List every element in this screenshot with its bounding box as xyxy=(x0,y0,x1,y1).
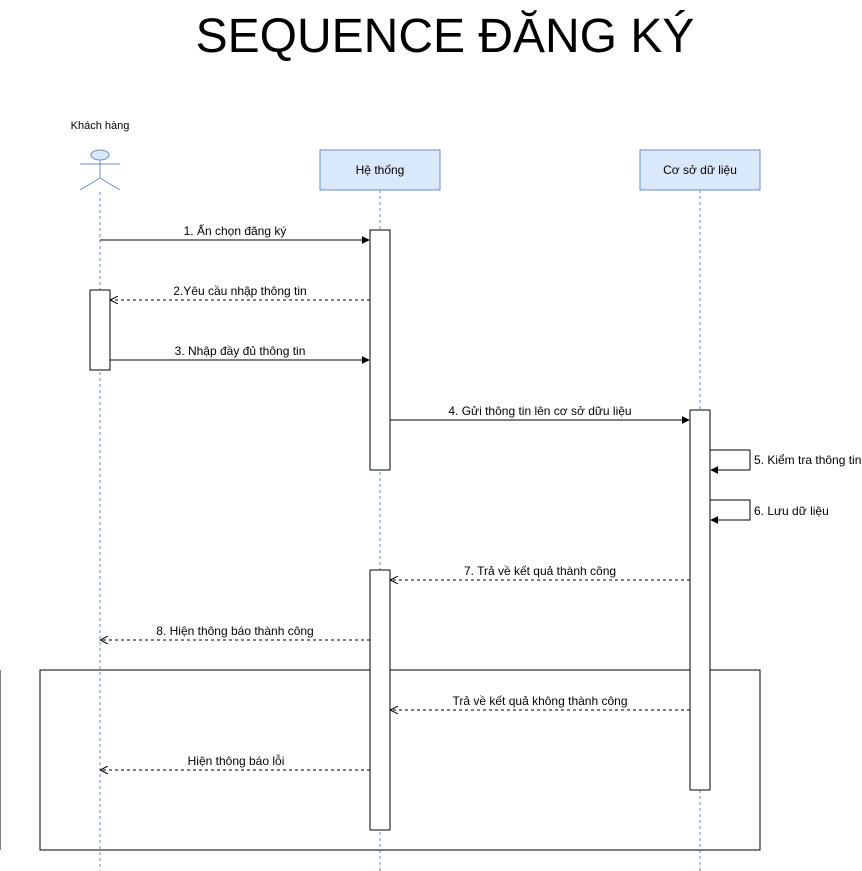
diagram-title: SEQUENCE ĐĂNG KÝ xyxy=(196,10,695,63)
message-label-9: Trả về kết quả không thành công xyxy=(452,694,627,708)
participant-he-thong: Hệ thống xyxy=(319,149,441,191)
participant-co-so-du-lieu: Cơ sở dữ liệu xyxy=(639,149,761,191)
actor-stick-figure-icon xyxy=(79,149,121,191)
message-arrow-5 xyxy=(710,449,751,474)
participant-he-thong-label: Hệ thống xyxy=(356,163,405,177)
message-label-1: 1. Ấn chọn đăng ký xyxy=(184,223,287,238)
message-label-4: 4. Gửi thông tin lên cơ sở dữu liệu xyxy=(448,404,631,418)
message-label-10: Hiện thông báo lỗi xyxy=(188,753,285,768)
activation-he-thong-2 xyxy=(369,569,391,831)
message-label-8: 8. Hiện thông báo thành công xyxy=(156,624,313,638)
message-label-7: 7. Trả về kết quả thành công xyxy=(464,564,616,578)
actor-label: Khách hàng xyxy=(71,120,130,132)
activation-he-thong-1 xyxy=(369,229,391,471)
message-label-5: 5. Kiểm tra thông tin xyxy=(754,453,861,467)
activation-co-so-du-lieu xyxy=(689,409,711,791)
activation-khach-hang xyxy=(89,289,111,371)
message-label-2: 2.Yêu cầu nhập thông tin xyxy=(173,284,306,298)
alt-frame xyxy=(39,669,761,851)
message-label-6: 6. Lưu dữ liệu xyxy=(754,504,829,518)
message-arrow-6 xyxy=(710,499,751,524)
message-label-3: 3. Nhập đầy đủ thông tin xyxy=(175,344,306,358)
participant-co-so-du-lieu-label: Cơ sở dữ liệu xyxy=(663,163,737,177)
